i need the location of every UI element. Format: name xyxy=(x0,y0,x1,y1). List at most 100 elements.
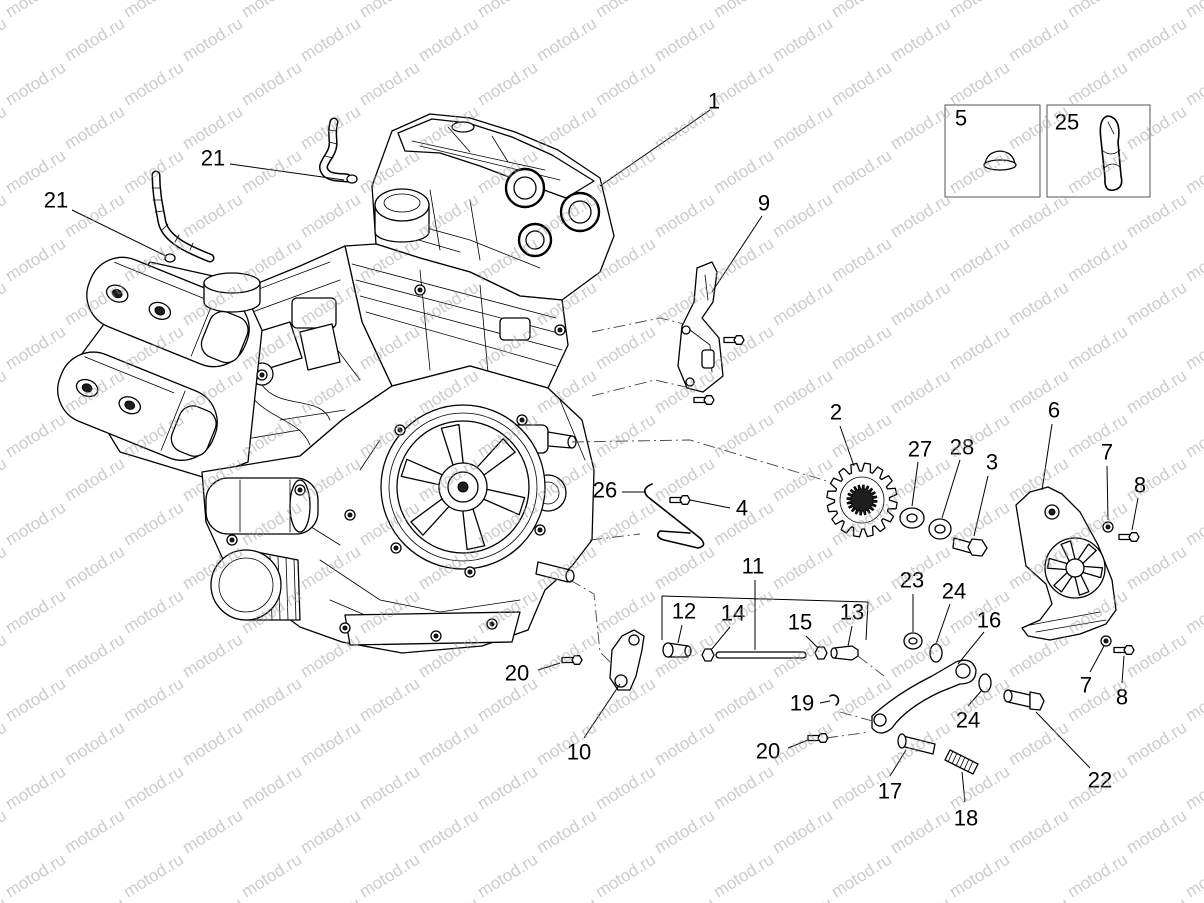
callout-label-5: 5 xyxy=(955,106,967,131)
watermark-text: motod.ru xyxy=(179,190,246,242)
callout-label-18: 18 xyxy=(954,806,978,831)
watermark-text: motod.ru xyxy=(1123,894,1190,903)
callout-label-27: 27 xyxy=(908,437,932,462)
engine-bolt-center xyxy=(537,527,543,533)
leader-line-6 xyxy=(1041,423,1053,491)
callout-label-26: 26 xyxy=(593,478,617,503)
watermark-text: motod.ru xyxy=(0,806,10,858)
watermark-text: motod.ru xyxy=(533,806,600,858)
part-27-washer xyxy=(899,507,925,529)
watermark-text: motod.ru xyxy=(297,190,364,242)
watermark-text: motod.ru xyxy=(769,190,836,242)
watermark-text: motod.ru xyxy=(1005,14,1072,66)
sump xyxy=(344,611,521,646)
leader-line-19 xyxy=(819,700,831,704)
cover-rib-lines xyxy=(411,126,561,181)
assembly-line xyxy=(857,655,885,677)
callout-label-10: 10 xyxy=(567,740,591,765)
watermark-text: motod.ru xyxy=(769,542,836,594)
valve-cover-edge xyxy=(84,356,186,451)
watermark-text: motod.ru xyxy=(651,542,718,594)
sprocket-ring xyxy=(839,476,885,524)
watermark-text: motod.ru xyxy=(120,762,187,814)
inset-frame xyxy=(1046,104,1151,198)
engine-bolt-center xyxy=(489,621,495,627)
callout-label-8: 8 xyxy=(1116,685,1128,710)
leader-line-3 xyxy=(973,475,989,537)
rear-cylinder-lines xyxy=(351,263,563,373)
watermark-text: motod.ru xyxy=(828,0,895,21)
assembly-lines xyxy=(569,317,885,739)
bolt-head xyxy=(679,495,691,505)
watermark-text: motod.ru xyxy=(710,234,777,286)
leader-line-27 xyxy=(911,461,919,507)
callout-label-4: 4 xyxy=(736,496,748,521)
watermark-text: motod.ru xyxy=(887,102,954,154)
intake-cap-top xyxy=(203,272,261,294)
watermark-text: motod.ru xyxy=(2,498,69,550)
shift-lever-pivot xyxy=(955,663,971,679)
watermark-text: motod.ru xyxy=(887,366,954,418)
watermark-text: motod.ru xyxy=(1064,322,1131,374)
watermark-text: motod.ru xyxy=(474,762,541,814)
watermark-text: motod.ru xyxy=(297,806,364,858)
spring-body xyxy=(944,749,979,775)
engine-bolt-center xyxy=(433,633,439,639)
lever-hole xyxy=(614,674,628,688)
callout-label-3: 3 xyxy=(986,450,998,475)
watermark-text: motod.ru xyxy=(1064,850,1131,902)
watermark-text: motod.ru xyxy=(120,586,187,638)
leader-line-15 xyxy=(805,635,819,649)
bolt-head xyxy=(703,395,715,405)
callout-label-12: 12 xyxy=(672,599,696,624)
spark-plug-hole-inner xyxy=(154,306,166,316)
watermark-text: motod.ru xyxy=(1005,278,1072,330)
watermark-text: motod.ru xyxy=(651,14,718,66)
watermark-text: motod.ru xyxy=(946,234,1013,286)
part-9-bolt xyxy=(723,335,745,345)
watermark-text: motod.ru xyxy=(1064,410,1131,462)
watermark-text: motod.ru xyxy=(533,14,600,66)
leader-line-21-lower xyxy=(71,209,167,257)
leader-line-10 xyxy=(583,683,621,739)
thermostat-housing xyxy=(291,297,337,329)
watermark-text: motod.ru xyxy=(1005,366,1072,418)
callout-label-8: 8 xyxy=(1134,473,1146,498)
coolant-pipe xyxy=(299,323,341,371)
part-20-bolt xyxy=(561,655,583,665)
watermark-text: motod.ru xyxy=(1182,410,1204,462)
callout-label-7: 7 xyxy=(1101,440,1113,465)
watermark-text: motod.ru xyxy=(238,850,305,902)
starter-motor xyxy=(205,477,319,535)
valve-cover-end xyxy=(200,310,249,364)
part-15-nut xyxy=(814,646,828,660)
watermark-text: motod.ru xyxy=(946,322,1013,374)
exhaust-port-bore xyxy=(513,176,537,200)
leader-line-4 xyxy=(689,499,731,509)
rod-end-ball xyxy=(662,642,674,658)
watermark-text: motod.ru xyxy=(238,0,305,21)
washer-inner xyxy=(908,637,918,645)
engine-bolt-center xyxy=(229,537,235,543)
watermark-text: motod.ru xyxy=(592,762,659,814)
bolt-head xyxy=(1123,645,1135,655)
part-21-hose-upper xyxy=(319,117,358,184)
part-24-o-ring-upper xyxy=(929,643,943,663)
front-intake-cap xyxy=(203,272,261,313)
callout-label-1: 1 xyxy=(708,89,720,114)
watermark-text: motod.ru xyxy=(1064,58,1131,110)
assembly-line xyxy=(571,439,831,483)
watermark-text: motod.ru xyxy=(179,718,246,770)
assembly-line xyxy=(591,317,685,333)
assembly-line xyxy=(569,579,613,665)
watermark-text: motod.ru xyxy=(1123,630,1190,682)
cover-bolt xyxy=(451,121,475,133)
hose-ribs xyxy=(324,129,338,159)
loose-bolts xyxy=(561,335,1140,743)
callout-label-7: 7 xyxy=(1080,673,1092,698)
part-5-plug-rim xyxy=(983,159,1017,171)
watermark-text: motod.ru xyxy=(769,366,836,418)
watermark-text: motod.ru xyxy=(415,894,482,903)
watermark-text: motod.ru xyxy=(1182,0,1204,21)
